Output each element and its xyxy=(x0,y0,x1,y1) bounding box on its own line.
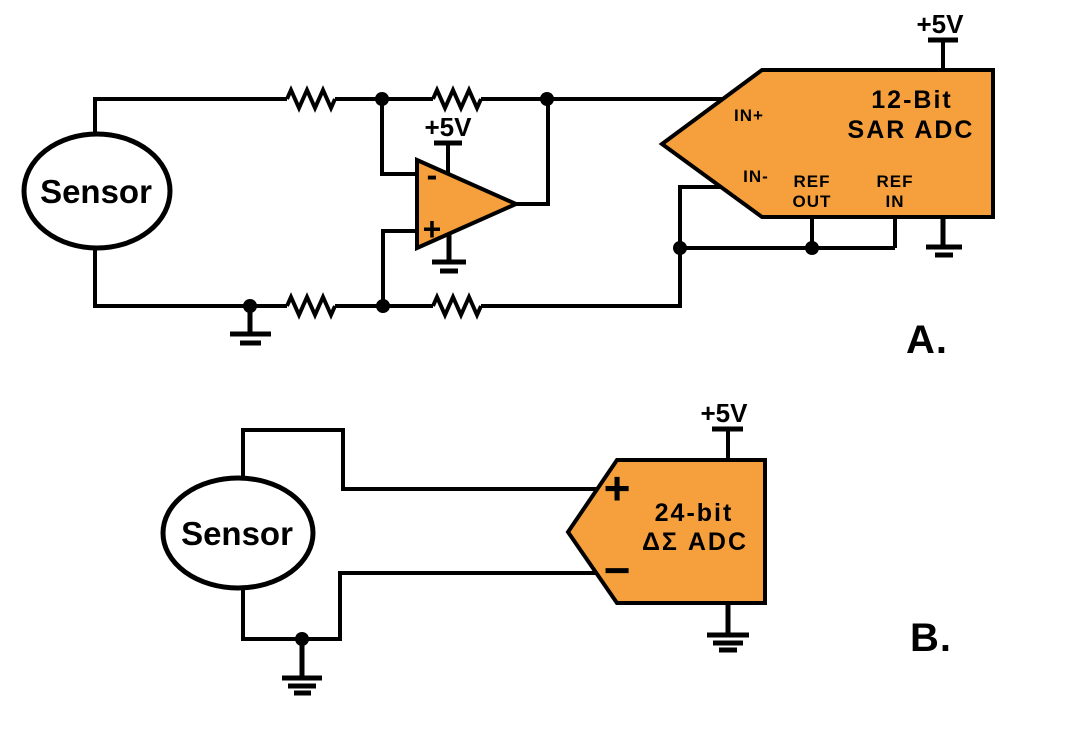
ground-a-adc xyxy=(926,217,962,258)
wire-b-top xyxy=(241,428,605,491)
junction-dot xyxy=(805,241,819,255)
adc-a-pin-in-plus: IN+ xyxy=(734,106,764,125)
adc-a-supply-label: +5V xyxy=(917,9,965,39)
circuit-b: Sensor +5V + − 24-bit ΔΣ ADC B. xyxy=(160,398,952,696)
sensor-b-label: Sensor xyxy=(181,515,293,552)
adc-a-title-line2: SAR ADC xyxy=(848,116,975,144)
sensor-a-shape xyxy=(21,131,173,251)
circuit-a-caption: A. xyxy=(906,318,948,362)
adc-a-supply: +5V xyxy=(917,9,965,71)
opamp-supply: +5V xyxy=(425,112,473,177)
wire-a-bottom xyxy=(93,246,287,308)
adc-a-pin-ref-out-line1: REF xyxy=(794,172,831,191)
wire-a-noninverting-input xyxy=(381,229,424,306)
adc-a-title-line1: 12-Bit xyxy=(871,86,952,114)
ground-b-sensor xyxy=(282,639,322,696)
adc-b-supply-label: +5V xyxy=(701,398,749,428)
junction-dot xyxy=(673,241,687,255)
resistor-a-top-2 xyxy=(431,85,483,113)
adc-b-pin-minus: − xyxy=(604,544,631,596)
sensor-a-label: Sensor xyxy=(40,173,152,210)
adc-a-pin-in-minus: IN- xyxy=(743,167,769,186)
opamp-supply-label: +5V xyxy=(425,112,473,142)
adc-b-pentagon xyxy=(565,458,767,605)
junction-dot xyxy=(295,632,309,646)
wire-a-top xyxy=(93,97,287,136)
adc-a-pin-ref-in-line1: REF xyxy=(877,172,914,191)
wire-a-inverting-input xyxy=(380,99,424,176)
junction-dot xyxy=(375,92,389,106)
resistor-a-bottom-1 xyxy=(285,292,337,320)
junction-dot xyxy=(376,299,390,313)
circuit-b-caption: B. xyxy=(910,616,952,660)
opamp-noninverting-sign: + xyxy=(423,211,442,247)
adc-b-title-line2: ΔΣ ADC xyxy=(642,528,748,556)
adc-a-pin-ref-in-line2: IN xyxy=(886,192,905,211)
adc-b-pin-plus: + xyxy=(604,462,631,514)
adc-a-pin-ref-out-line2: OUT xyxy=(793,192,832,211)
junction-dot xyxy=(243,299,257,313)
wire-b-bottom xyxy=(241,571,605,641)
circuit-a: +5V - + Sensor +5V 12-Bit SAR AD xyxy=(21,9,995,362)
adc-b-supply: +5V xyxy=(701,398,749,461)
resistor-a-top-1 xyxy=(285,85,337,113)
adc-a-pentagon xyxy=(658,68,995,219)
adc-b-title-line1: 24-bit xyxy=(655,499,734,527)
ground-b-adc xyxy=(707,603,749,653)
junction-dot xyxy=(540,92,554,106)
opamp-inverting-sign: - xyxy=(427,157,438,193)
resistor-a-bottom-2 xyxy=(431,292,483,320)
sensor-b-shape xyxy=(160,475,316,591)
wire-a-opamp-output xyxy=(514,99,550,206)
opamp-triangle xyxy=(415,156,521,252)
